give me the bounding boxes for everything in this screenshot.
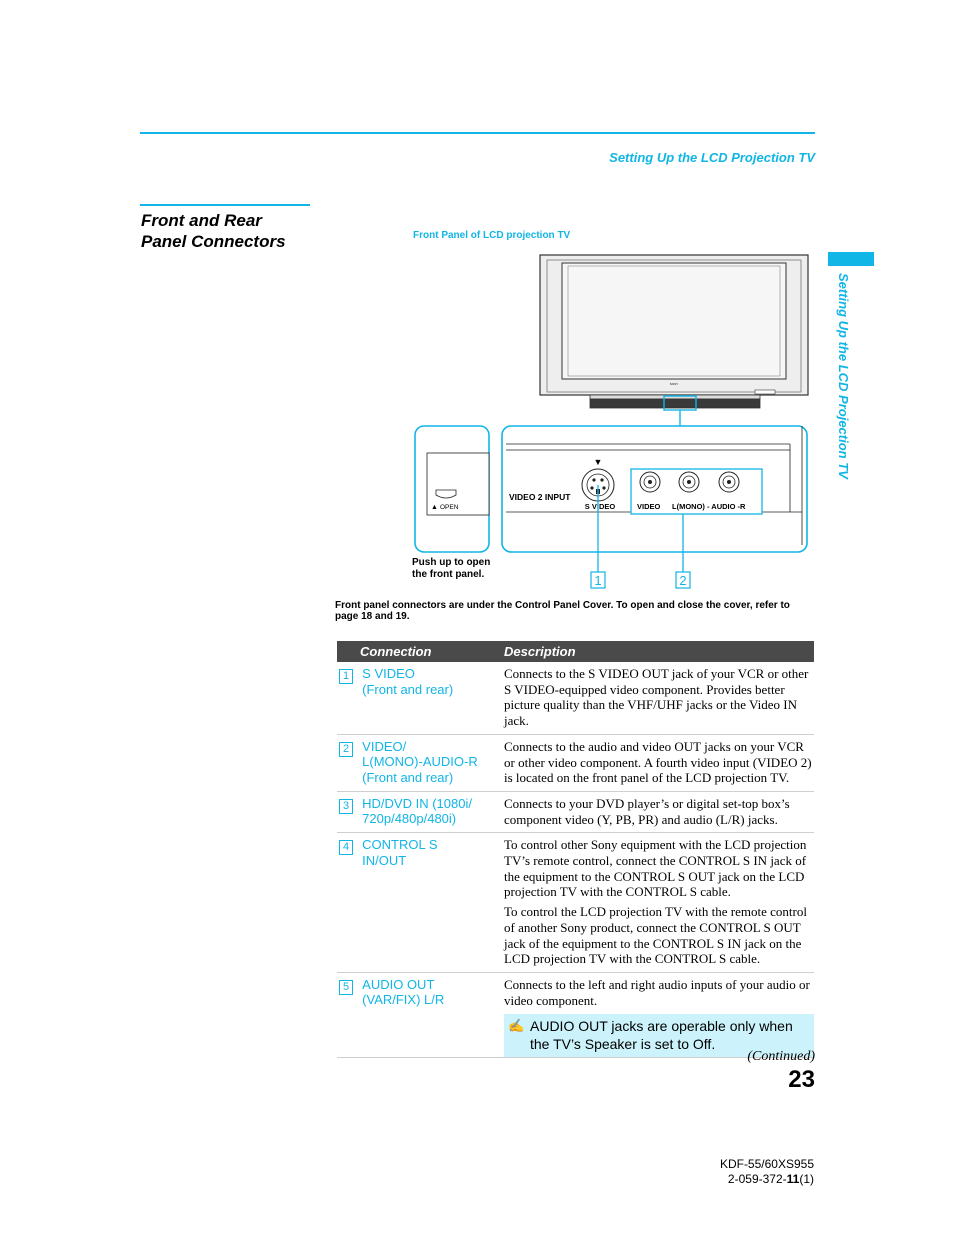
header-connection: Connection bbox=[337, 641, 504, 662]
row-number: 3 bbox=[339, 798, 353, 814]
brand-logo: SONY bbox=[670, 382, 679, 386]
connector-table: Connection Description 1 S VIDEO (Front … bbox=[337, 641, 814, 1059]
connection-name: VIDEO/ L(MONO)-AUDIO-R (Front and rear) bbox=[362, 734, 504, 792]
cover-latch-icon bbox=[435, 489, 457, 499]
page-number: 23 bbox=[788, 1066, 815, 1093]
callout-box-1 bbox=[590, 571, 606, 589]
connection-name: HD/DVD IN (1080i/ 720p/480p/480i) bbox=[362, 791, 504, 834]
connection-name: AUDIO OUT (VAR/FIX) L/R bbox=[362, 972, 504, 1059]
figure-caption: Front Panel of LCD projection TV bbox=[413, 230, 571, 241]
connection-name-line: L(MONO)-AUDIO-R bbox=[362, 754, 478, 770]
model-line2: 2-059-372-11(1) bbox=[640, 1172, 814, 1187]
front-panel-figure: SONY ▲ OPEN VIDEO 2 INPUT ▼ S VIDEO VIDE… bbox=[414, 254, 809, 589]
connection-name-line: AUDIO OUT bbox=[362, 976, 435, 992]
row-number: 1 bbox=[339, 669, 353, 684]
running-head: Setting Up the LCD Projection TV bbox=[609, 150, 815, 165]
connection-name-line: S VIDEO bbox=[362, 666, 415, 681]
section-title-line1: Front and Rear bbox=[141, 211, 262, 230]
model-code-bold: 11 bbox=[786, 1172, 800, 1186]
section-rule bbox=[140, 204, 310, 206]
table-header: Connection Description bbox=[337, 641, 814, 662]
model-line1: KDF-55/60XS955 bbox=[719, 1157, 814, 1171]
side-tab-text: Setting Up the LCD Projection TV bbox=[836, 273, 851, 479]
description-text: Connects to your DVD player’s or digital… bbox=[504, 795, 790, 827]
callout-2: 2 bbox=[679, 573, 686, 588]
connection-name-line: 720p/480p/480i) bbox=[362, 811, 457, 827]
table-row: 4 CONTROL S IN/OUT To control other Sony… bbox=[337, 832, 814, 973]
header-description: Description bbox=[504, 641, 814, 662]
connection-description: Connects to the left and right audio inp… bbox=[504, 972, 814, 1059]
description-text: To control other Sony equipment with the… bbox=[504, 837, 807, 900]
side-tab-marker bbox=[828, 252, 874, 266]
table-row: 3 HD/DVD IN (1080i/ 720p/480p/480i) Conn… bbox=[337, 791, 814, 834]
row-number: 5 bbox=[339, 979, 353, 995]
description-text: Connects to the S VIDEO OUT jack of your… bbox=[504, 666, 809, 729]
connection-name-line: (Front and rear) bbox=[362, 681, 454, 697]
model-info: KDF-55/60XS955 2-059-372-11(1) bbox=[640, 1157, 814, 1187]
open-label: OPEN bbox=[440, 504, 459, 511]
description-text: Connects to the left and right audio inp… bbox=[504, 976, 810, 1008]
row-number: 4 bbox=[339, 840, 353, 856]
connection-name-line: (VAR/FIX) L/R bbox=[362, 992, 445, 1008]
audio-label: L(MONO) - AUDIO -R bbox=[672, 502, 746, 511]
connection-description: Connects to the S VIDEO OUT jack of your… bbox=[504, 662, 814, 735]
connection-name-line: VIDEO/ bbox=[362, 738, 407, 754]
connection-description: Connects to your DVD player’s or digital… bbox=[504, 791, 814, 834]
table-row: 2 VIDEO/ L(MONO)-AUDIO-R (Front and rear… bbox=[337, 734, 814, 792]
connection-name: S VIDEO (Front and rear) bbox=[362, 662, 504, 735]
connection-name-line: (Front and rear) bbox=[362, 769, 454, 785]
top-rule bbox=[140, 132, 815, 134]
push-instruction: Push up to open the front panel. bbox=[412, 557, 490, 581]
continued-label: (Continued) bbox=[747, 1049, 815, 1064]
row-number: 2 bbox=[339, 741, 353, 757]
tip-text: AUDIO OUT jacks are operable only when t… bbox=[530, 1018, 793, 1053]
section-title: Front and Rear Panel Connectors bbox=[141, 210, 341, 252]
model-code-suffix: (1) bbox=[799, 1172, 814, 1186]
connection-name-line: IN/OUT bbox=[362, 852, 407, 868]
callout-1: 1 bbox=[594, 573, 601, 588]
model-code-prefix: 2-059-372- bbox=[727, 1172, 787, 1186]
section-title-line2: Panel Connectors bbox=[141, 232, 286, 251]
connection-name-line: CONTROL S bbox=[362, 837, 438, 853]
svideo-label: S VIDEO bbox=[585, 502, 616, 511]
callout-box-2 bbox=[675, 571, 691, 589]
description-text: Connects to the audio and video OUT jack… bbox=[504, 738, 812, 786]
table-row: 1 S VIDEO (Front and rear) Connects to t… bbox=[337, 662, 814, 735]
connection-name: CONTROL S IN/OUT bbox=[362, 832, 504, 973]
connection-description: To control other Sony equipment with the… bbox=[504, 832, 814, 973]
video-label: VIDEO bbox=[637, 502, 661, 511]
svg-text:▼: ▼ bbox=[594, 457, 603, 467]
push-line1: Push up to open bbox=[412, 557, 491, 568]
connection-description: Connects to the audio and video OUT jack… bbox=[504, 734, 814, 792]
description-text: To control the LCD projection TV with th… bbox=[504, 904, 807, 967]
table-row: 5 AUDIO OUT (VAR/FIX) L/R Connects to th… bbox=[337, 972, 814, 1059]
note-pencil-icon: ✍ bbox=[508, 1018, 525, 1034]
push-line2: the front panel. bbox=[412, 569, 485, 580]
video2-input-label: VIDEO 2 INPUT bbox=[509, 492, 571, 502]
tv-screen bbox=[561, 262, 787, 380]
svg-text:▲: ▲ bbox=[431, 504, 438, 511]
connection-name-line: HD/DVD IN (1080i/ bbox=[362, 795, 472, 811]
tip-box: ✍ AUDIO OUT jacks are operable only when… bbox=[504, 1014, 814, 1058]
panel-note: Front panel connectors are under the Con… bbox=[335, 600, 790, 622]
